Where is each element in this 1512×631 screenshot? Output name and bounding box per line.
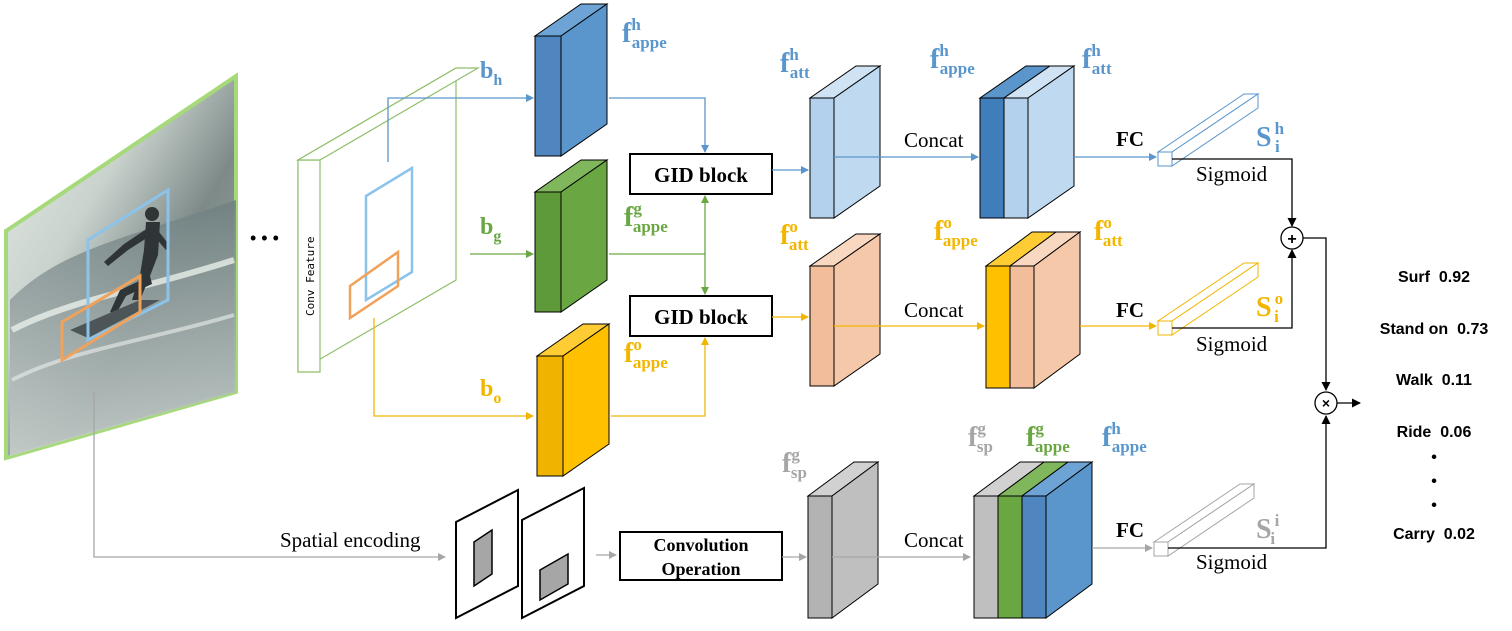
svg-text:GID block: GID block [654, 305, 748, 329]
arrow-fh-to-gid [609, 97, 709, 153]
cuboid-object-attention [808, 233, 882, 387]
prediction-item: Stand on 0.73 [1380, 321, 1489, 338]
cuboid-spatial-concat [972, 461, 1094, 619]
cuboid-human-concat [978, 65, 1076, 219]
spatial-encoding-label: Spatial encoding [280, 528, 421, 552]
sigmoid-label-object: Sigmoid [1196, 332, 1268, 356]
times-operator: × [1314, 391, 1338, 415]
cuboid-object-concat [984, 231, 1082, 389]
concat-label-top: Concat [904, 128, 964, 152]
prediction-dot: • [1431, 473, 1437, 490]
arrow-bh [387, 94, 534, 162]
cuboid-object-appearance [535, 323, 611, 477]
score-rod-spatial [1152, 483, 1256, 557]
conv-feature-label: Conv Feature [304, 237, 317, 316]
ellipsis: • • • [250, 228, 279, 248]
feature-object-box [348, 249, 400, 321]
prediction-item: Surf 0.92 [1398, 269, 1470, 286]
conv-feature-map: Conv Feature [295, 66, 481, 374]
sigmoid-label-human: Sigmoid [1196, 162, 1268, 186]
sigmoid-label-spatial: Sigmoid [1196, 550, 1268, 574]
prediction-item: Carry 0.02 [1393, 526, 1475, 543]
object-box [60, 273, 142, 363]
prediction-dot: • [1431, 449, 1437, 466]
arrow-fo-to-gid [611, 337, 709, 417]
input-image [4, 72, 238, 461]
label-bo: bo [480, 376, 501, 407]
label-bh: bh [480, 58, 502, 89]
svg-text:Convolution: Convolution [653, 535, 748, 555]
cuboid-human-attention [808, 65, 882, 219]
spatial-map-2 [521, 486, 585, 620]
convolution-operation-block: Convolution Operation [619, 531, 783, 581]
concat-label-mid: Concat [904, 298, 964, 322]
cuboid-spatial-feature [806, 461, 880, 619]
fc-label-object: FC [1116, 298, 1144, 322]
score-rod-object [1156, 262, 1260, 336]
arrow-plus-to-times [1303, 237, 1331, 391]
gid-block-top: GID block [629, 153, 773, 195]
label-bg: bg [480, 214, 501, 245]
cuboid-human-appearance [533, 3, 609, 157]
prediction-list: Surf 0.92 Stand on 0.73 Walk 0.11 Ride 0… [1380, 269, 1489, 543]
prediction-item: Ride 0.06 [1397, 424, 1472, 441]
spatial-map-1 [455, 488, 519, 620]
concat-label-bottom: Concat [904, 528, 964, 552]
svg-text:+: + [1287, 231, 1296, 248]
svg-text:×: × [1322, 395, 1330, 411]
arrow-spatial-encoding [93, 392, 446, 561]
fc-label-human: FC [1116, 127, 1144, 151]
arrow-human-to-plus [1172, 158, 1297, 227]
cuboid-global-appearance [533, 159, 609, 313]
arrow-bo [373, 318, 534, 420]
svg-text:Operation: Operation [662, 559, 741, 579]
plus-operator: + [1280, 226, 1304, 250]
feature-human-box [364, 165, 414, 303]
svg-text:GID block: GID block [654, 163, 748, 187]
prediction-dot: • [1431, 497, 1437, 514]
score-rod-human [1156, 93, 1260, 167]
arrow-object-to-plus [1172, 249, 1297, 329]
arrow-spatial-to-times [1168, 415, 1331, 549]
prediction-item: Walk 0.11 [1396, 372, 1472, 389]
fc-label-spatial: FC [1116, 518, 1144, 542]
gid-block-bottom: GID block [629, 295, 773, 337]
